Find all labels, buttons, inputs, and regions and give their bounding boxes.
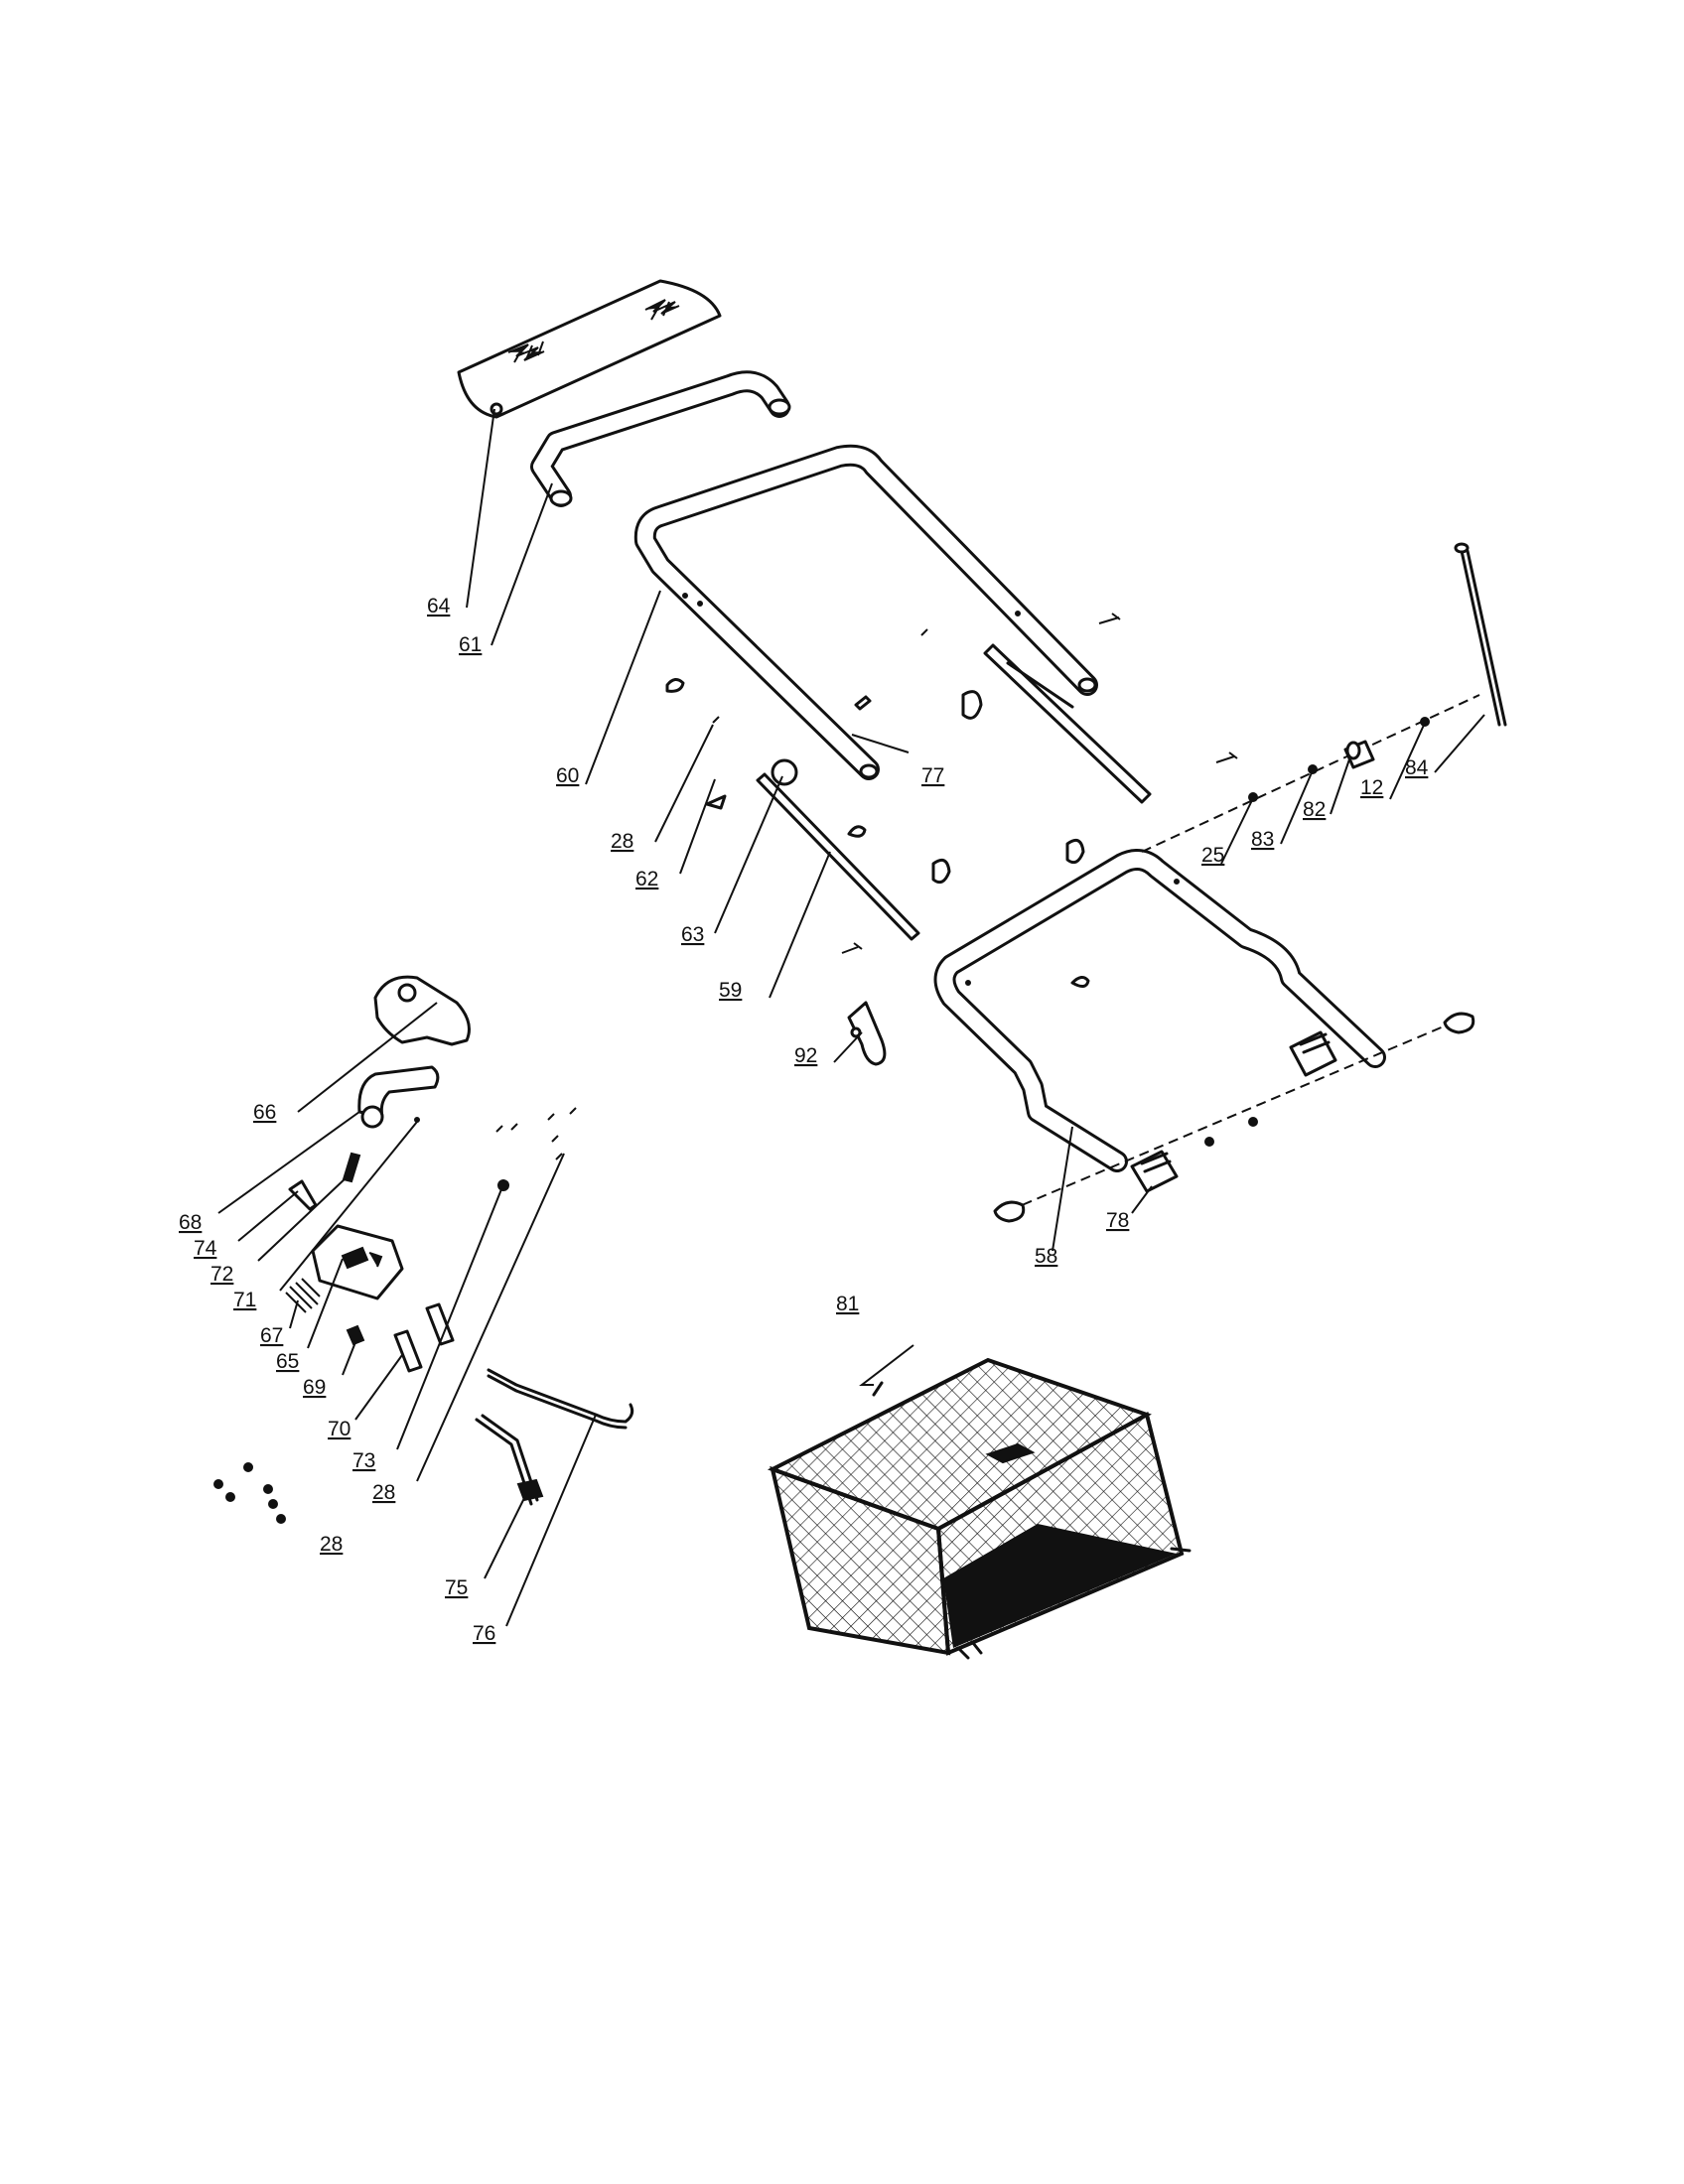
fasteners-upper [665,613,1238,954]
part-rail [983,643,1152,804]
part-59-handle-bracket [756,758,920,941]
part-68-control-grip [357,1065,440,1129]
part-64-handle-cover [457,279,722,419]
label-81: 81 [836,1293,859,1315]
label-83: 83 [1251,828,1274,851]
part-84-rod [1454,542,1507,727]
label-71: 71 [233,1289,256,1311]
part-78-adjusters [993,1012,1475,1223]
part-81-grass-catcher [767,1357,1192,1660]
label-67: 67 [260,1324,283,1347]
label-63: 63 [681,923,704,946]
label-69: 69 [303,1376,326,1399]
label-92: 92 [794,1044,817,1067]
label-60: 60 [556,764,579,787]
part-58-lower-handle [933,849,1386,1172]
label-28-lower: 28 [320,1533,343,1556]
label-58: 58 [1035,1245,1057,1268]
label-75: 75 [445,1576,468,1599]
label-25: 25 [1201,844,1224,867]
label-68: 68 [179,1211,202,1234]
label-82: 82 [1303,798,1326,821]
label-28-mid: 28 [372,1481,395,1504]
part-76-cable-rod [487,1368,634,1430]
label-61: 61 [459,633,482,656]
label-74: 74 [194,1237,217,1260]
label-64: 64 [427,595,451,617]
label-59: 59 [719,979,742,1002]
label-73: 73 [352,1449,375,1472]
label-72: 72 [210,1263,233,1286]
label-62: 62 [635,868,658,890]
axle-parts [1141,694,1480,853]
part-61-grip-handle [530,370,791,507]
label-65: 65 [276,1350,299,1373]
part-75-cable [475,1414,544,1506]
leader-lines [217,408,1485,1627]
label-77: 77 [921,764,944,787]
label-78: 78 [1106,1209,1129,1232]
part-66-control-cover [373,975,471,1046]
control-internals [285,1117,455,1373]
label-66: 66 [253,1101,276,1124]
part-60-upper-handle [633,444,1098,780]
part-92-bracket [847,1001,887,1066]
label-76: 76 [473,1622,495,1645]
part-labels: 64 61 60 28 62 77 63 59 92 84 12 82 83 2… [179,595,1429,1645]
label-12: 12 [1360,776,1383,799]
label-84: 84 [1405,756,1429,779]
screws-28 [213,1107,577,1524]
label-70: 70 [328,1418,351,1440]
label-28-upper: 28 [611,830,633,853]
